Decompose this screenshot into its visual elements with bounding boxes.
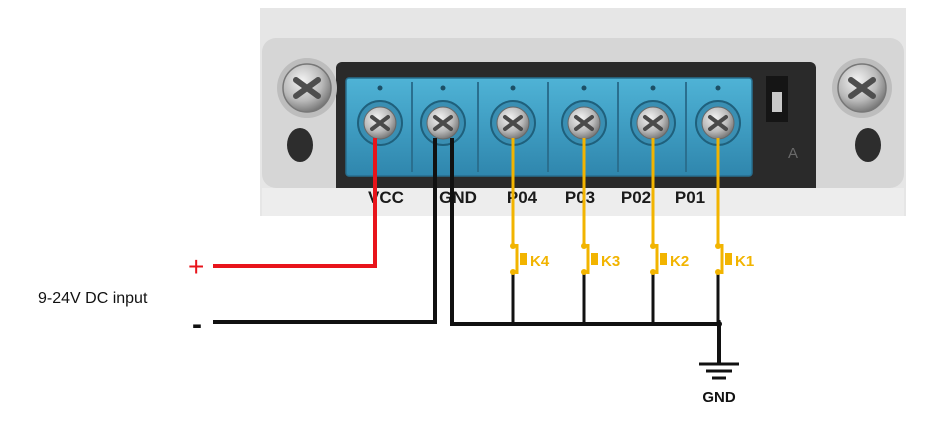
- terminal-screw-p03: [561, 85, 607, 146]
- terminal-label-p02: P02: [621, 188, 651, 207]
- terminal-screw-gnd: [420, 85, 466, 146]
- terminal-label-gnd: GND: [439, 188, 477, 207]
- phillips-cross-icon: [848, 77, 876, 99]
- terminal-screw-vcc: [357, 85, 403, 146]
- phillips-cross-icon: [574, 115, 594, 131]
- ground-label: GND: [702, 389, 736, 406]
- terminal-screw-p04: [490, 85, 536, 146]
- gnd-wire-input: [213, 138, 437, 324]
- phillips-cross-icon: [293, 77, 321, 99]
- switch-k2: K2: [650, 243, 689, 275]
- terminal-labels: VCC GND P04 P03 P02 P01: [368, 188, 705, 207]
- phillips-cross-icon: [370, 115, 390, 131]
- switch-k3: K3: [581, 243, 620, 275]
- vcc-wire: [213, 138, 377, 268]
- mounting-screw-right: [832, 58, 892, 162]
- ground-symbol-icon: [699, 320, 739, 380]
- plus-sign: +: [188, 251, 204, 282]
- push-switches: K4 K3 K2 K1: [510, 243, 754, 275]
- minus-sign: -: [192, 308, 202, 341]
- phillips-cross-icon: [708, 115, 728, 131]
- terminal-block: [345, 77, 753, 177]
- switch-k4: K4: [510, 243, 550, 275]
- device-photo: A VCC GND P04 P03 P02 P01: [260, 8, 906, 216]
- jumper-mark: A: [788, 145, 798, 162]
- terminal-screw-p02: [630, 85, 676, 146]
- switch-label-k2: K2: [670, 253, 689, 270]
- switch-k1: K1: [715, 243, 754, 275]
- terminal-label-p01: P01: [675, 188, 705, 207]
- switch-label-k3: K3: [601, 253, 620, 270]
- terminal-label-p04: P04: [507, 188, 538, 207]
- mounting-screw-left: [277, 58, 337, 162]
- phillips-cross-icon: [433, 115, 453, 131]
- terminal-label-p03: P03: [565, 188, 595, 207]
- terminal-screw-p01: [695, 85, 741, 146]
- phillips-cross-icon: [643, 115, 663, 131]
- switch-label-k1: K1: [735, 253, 754, 270]
- jumper: A: [766, 76, 798, 162]
- input-voltage-label: 9-24V DC input: [38, 290, 148, 307]
- terminal-label-vcc: VCC: [368, 188, 404, 207]
- phillips-cross-icon: [503, 115, 523, 131]
- switch-label-k4: K4: [530, 253, 550, 270]
